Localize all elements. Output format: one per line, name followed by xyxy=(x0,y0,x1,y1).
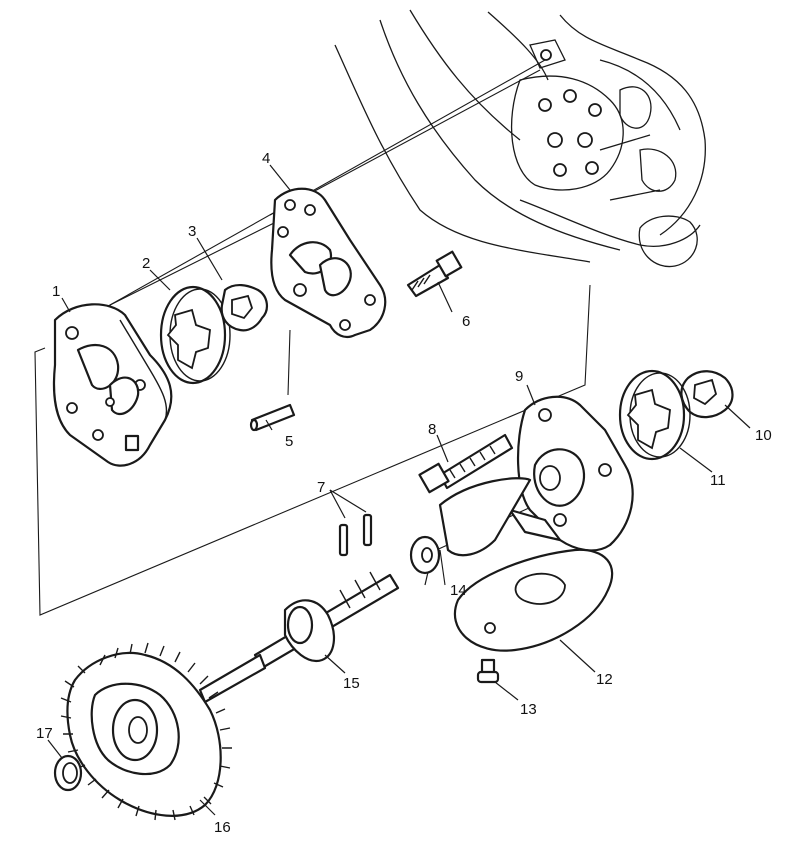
callout-13: 13 xyxy=(520,701,537,718)
outer-rotor xyxy=(159,285,231,385)
crankcase-housing xyxy=(334,9,706,268)
drive-gear xyxy=(60,642,232,821)
callout-10: 10 xyxy=(755,427,772,444)
callout-3: 3 xyxy=(188,223,196,240)
callout-5: 5 xyxy=(285,433,293,450)
callout-labels: 1 2 3 4 5 6 7 8 9 10 11 12 13 14 15 16 1… xyxy=(36,150,772,836)
pump-body xyxy=(52,303,173,467)
callout-17: 17 xyxy=(36,725,53,742)
strainer-plate xyxy=(438,477,614,652)
callout-1: 1 xyxy=(52,283,60,300)
callout-15: 15 xyxy=(343,675,360,692)
screw xyxy=(476,658,500,684)
callout-11: 11 xyxy=(710,472,726,489)
pump-shaft xyxy=(198,571,400,704)
outer-rotor-rear xyxy=(618,369,691,461)
snap-ring xyxy=(53,754,83,792)
callout-2: 2 xyxy=(142,255,150,272)
callout-4: 4 xyxy=(262,150,270,167)
callout-12: 12 xyxy=(596,671,613,688)
washer xyxy=(409,535,441,575)
pins xyxy=(338,513,373,557)
callout-8: 8 xyxy=(428,421,436,438)
callout-16: 16 xyxy=(214,819,231,836)
leader-lines xyxy=(47,164,751,816)
callout-6: 6 xyxy=(462,313,470,330)
pump-cover xyxy=(508,395,634,552)
dowel-pin xyxy=(249,403,296,432)
cover-bolt xyxy=(418,433,514,494)
pump-plate xyxy=(270,187,387,339)
callout-14: 14 xyxy=(450,582,467,599)
inner-rotor xyxy=(220,284,268,332)
pump-bolt xyxy=(406,250,463,298)
inner-rotor-rear xyxy=(680,370,734,419)
callout-9: 9 xyxy=(515,368,523,385)
callout-7: 7 xyxy=(317,479,325,496)
